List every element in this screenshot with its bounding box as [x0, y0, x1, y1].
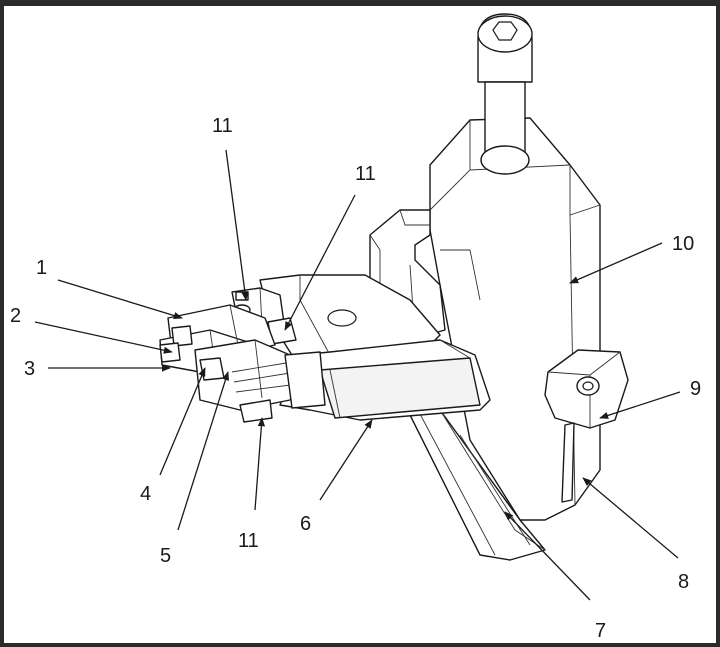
- part-9-block: [544, 349, 629, 429]
- leader-lines: [34, 149, 681, 601]
- part-10-body: [429, 117, 601, 521]
- label-5: 5: [160, 545, 171, 567]
- label-11-bottom: 11: [238, 530, 259, 552]
- callout-labels: 1 2 3 4 5 6 7 8 9 10 11 11 11: [10, 115, 701, 642]
- label-2: 2: [10, 305, 21, 327]
- label-8: 8: [678, 571, 689, 593]
- clamp-assembly: [159, 287, 326, 423]
- label-1: 1: [36, 257, 47, 279]
- label-3: 3: [24, 358, 35, 380]
- label-7: 7: [595, 620, 606, 642]
- label-9: 9: [690, 378, 701, 400]
- label-6: 6: [300, 513, 311, 535]
- label-10: 10: [672, 233, 694, 255]
- label-11-top: 11: [212, 115, 233, 137]
- label-11-mid: 11: [355, 163, 376, 185]
- label-4: 4: [140, 483, 151, 505]
- part-8-pin: [561, 422, 575, 503]
- part-6-arm: [279, 339, 491, 421]
- top-screw: [477, 13, 533, 175]
